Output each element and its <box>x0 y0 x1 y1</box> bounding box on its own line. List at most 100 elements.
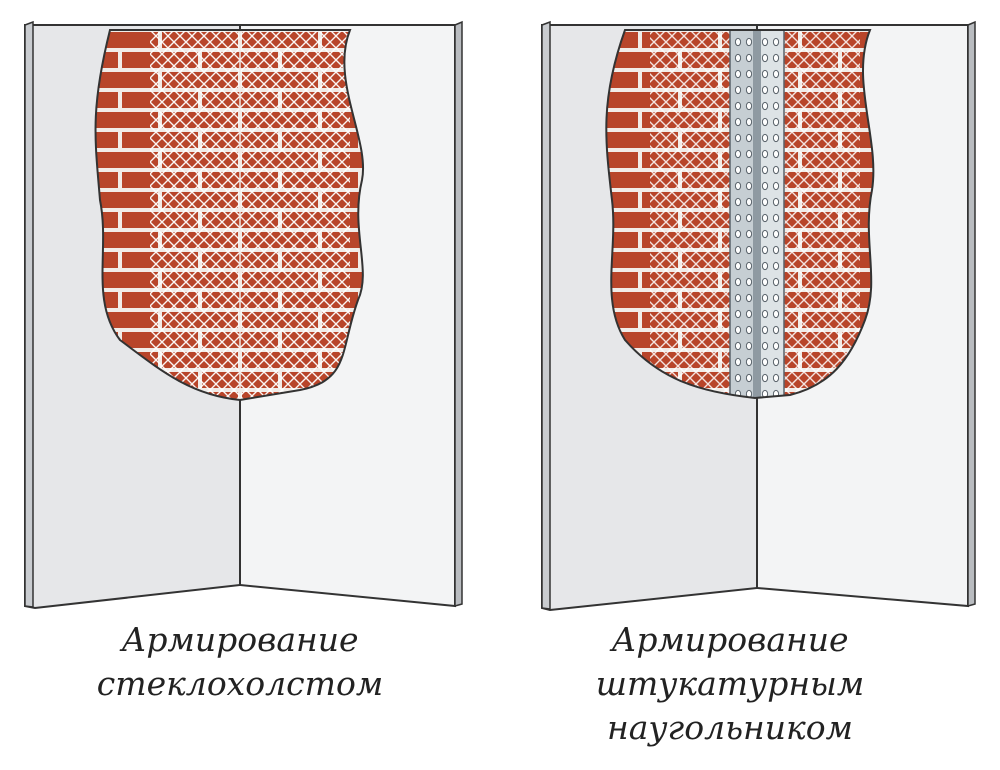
perforation-hole <box>772 261 780 271</box>
perforation-hole <box>734 357 742 367</box>
perforation-hole <box>772 245 780 255</box>
perforation-hole <box>734 261 742 271</box>
perforation-hole <box>745 117 753 127</box>
perforation-hole <box>761 181 769 191</box>
perforation-hole <box>772 69 780 79</box>
perforation-hole <box>734 181 742 191</box>
perforation-hole <box>761 325 769 335</box>
left-illustration <box>24 20 463 610</box>
perforation-hole <box>761 261 769 271</box>
perforation-hole <box>761 69 769 79</box>
caption-line: штукатурным <box>595 664 865 703</box>
perforation-hole <box>734 37 742 47</box>
perforation-hole <box>734 149 742 159</box>
perforation-hole <box>745 213 753 223</box>
perforation-hole <box>745 229 753 239</box>
perforation-hole <box>745 53 753 63</box>
perforation-hole <box>734 277 742 287</box>
perforation-hole <box>761 197 769 207</box>
perforation-hole <box>761 133 769 143</box>
perforation-hole <box>734 85 742 95</box>
perforation-hole <box>772 117 780 127</box>
perforation-hole <box>745 357 753 367</box>
perforation-hole <box>745 293 753 303</box>
perforation-hole <box>772 357 780 367</box>
perforation-hole <box>745 277 753 287</box>
perforation-hole <box>761 229 769 239</box>
perforation-hole <box>761 37 769 47</box>
perforation-hole <box>761 85 769 95</box>
right-hole-outline <box>605 29 875 400</box>
perforation-hole <box>734 325 742 335</box>
perforation-hole <box>745 197 753 207</box>
caption-corner-bead: Армирование штукатурным наугольником <box>560 618 900 750</box>
caption-fiberglass: Армирование стеклохолстом <box>80 618 400 706</box>
perforation-hole <box>772 325 780 335</box>
perforation-hole <box>761 53 769 63</box>
perforation-hole <box>761 117 769 127</box>
perforation-hole <box>772 37 780 47</box>
perforation-hole <box>772 197 780 207</box>
perforation-hole <box>761 309 769 319</box>
perforation-hole <box>745 341 753 351</box>
perforation-hole <box>745 309 753 319</box>
perforation-hole <box>734 229 742 239</box>
perforation-hole <box>761 373 769 383</box>
perforation-hole <box>734 101 742 111</box>
perforation-hole <box>745 85 753 95</box>
perforation-hole <box>734 53 742 63</box>
perforation-hole <box>734 293 742 303</box>
perforation-hole <box>772 341 780 351</box>
perforation-hole <box>745 69 753 79</box>
perforation-hole <box>734 197 742 207</box>
perforation-hole <box>761 293 769 303</box>
caption-line: Армирование <box>611 620 849 659</box>
right-exposed-brickwork <box>606 30 874 398</box>
perforation-hole <box>734 133 742 143</box>
perforation-hole <box>745 133 753 143</box>
perforation-hole <box>772 309 780 319</box>
perforation-hole <box>745 245 753 255</box>
corner-bead <box>729 30 785 398</box>
left-hole-outline <box>94 29 365 402</box>
left-exposed-brickwork <box>95 30 364 400</box>
perforation-hole <box>761 149 769 159</box>
perforation-hole <box>734 341 742 351</box>
perforation-hole <box>734 165 742 175</box>
perforation-hole <box>745 149 753 159</box>
perforation-hole <box>734 117 742 127</box>
perforation-hole <box>772 213 780 223</box>
perforation-hole <box>734 69 742 79</box>
caption-line: наугольником <box>606 708 853 747</box>
right-illustration <box>541 20 976 612</box>
perforation-hole <box>772 101 780 111</box>
perforation-hole <box>745 181 753 191</box>
perforation-hole <box>772 277 780 287</box>
perforation-hole <box>761 277 769 287</box>
perforation-hole <box>734 373 742 383</box>
perforation-hole <box>745 373 753 383</box>
perforation-hole <box>772 85 780 95</box>
perforation-hole <box>745 165 753 175</box>
perforation-hole <box>772 373 780 383</box>
caption-line: стеклохолстом <box>96 664 384 703</box>
perforation-hole <box>745 261 753 271</box>
perforation-hole <box>745 37 753 47</box>
perforation-hole <box>734 309 742 319</box>
perforation-hole <box>745 101 753 111</box>
perforation-hole <box>761 341 769 351</box>
perforation-hole <box>761 101 769 111</box>
fiberglass-mesh <box>150 30 350 400</box>
perforation-hole <box>772 133 780 143</box>
perforation-hole <box>772 53 780 63</box>
perforation-hole <box>761 165 769 175</box>
perforation-hole <box>772 165 780 175</box>
perforation-hole <box>734 213 742 223</box>
perforation-hole <box>761 245 769 255</box>
caption-line: Армирование <box>121 620 359 659</box>
perforation-hole <box>772 181 780 191</box>
perforation-hole <box>761 213 769 223</box>
perforation-hole <box>772 229 780 239</box>
perforation-hole <box>772 293 780 303</box>
